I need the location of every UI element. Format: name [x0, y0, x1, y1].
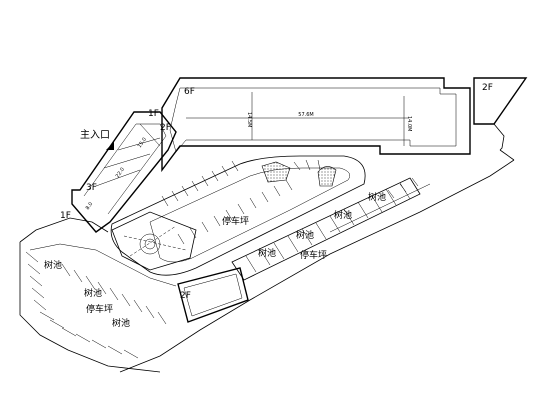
main-entrance: 主入口 — [80, 129, 114, 150]
dim-3f-c: 8.0 — [85, 201, 94, 211]
site-boundary — [19, 149, 515, 373]
label-1f-lower: 1F — [60, 211, 71, 221]
entrance-arrow-icon — [106, 142, 114, 150]
label-parking-1: 停车坪 — [222, 215, 249, 227]
parking-left: 停车坪 — [25, 243, 177, 359]
planting-bed-1 — [261, 161, 291, 183]
dim-length-main: 57.6M — [298, 112, 313, 118]
dropoff-structure — [111, 211, 197, 271]
tree-pit-2: 树池 — [84, 287, 102, 299]
dim-3f-b: 22.0 — [115, 167, 126, 180]
tree-pit-7: 树池 — [368, 191, 386, 203]
planting-bed-2 — [317, 166, 337, 187]
building-6f: 6F 57.6M 14.5M 14.0M — [161, 77, 471, 173]
dim-3f-a: 15.0 — [137, 137, 148, 150]
label-2f-top: 2F — [482, 83, 493, 93]
label-parking-3: 停车坪 — [86, 303, 113, 315]
label-2f-left: 2F — [160, 123, 171, 133]
label-6f: 6F — [184, 87, 195, 97]
tree-pit-5: 树池 — [296, 229, 314, 241]
building-2f-mid: 2F — [177, 267, 249, 323]
label-parking-2: 停车坪 — [300, 249, 327, 261]
label-2f-mid: 2F — [180, 291, 191, 301]
label-3f: 3F — [86, 183, 97, 193]
building-left-complex: 1F 2F 3F 1F 15.0 22.0 8.0 — [60, 109, 177, 233]
central-parking-loop: 停车坪 — [110, 155, 366, 276]
building-2f-top: 2F — [473, 77, 528, 151]
parking-row-right: 停车坪 — [231, 177, 421, 281]
parking-stalls-upper — [161, 159, 321, 207]
label-1f-upper: 1F — [148, 109, 159, 119]
tree-pit-1: 树池 — [44, 259, 62, 271]
dim-width-left: 14.5M — [246, 112, 252, 127]
tree-pit-6: 树池 — [334, 209, 352, 221]
tree-pit-4: 树池 — [258, 247, 276, 259]
tree-pits: 树池 树池 树池 树池 树池 树池 树池 — [44, 191, 386, 329]
entrance-label: 主入口 — [80, 129, 110, 141]
dim-width-right: 14.0M — [406, 116, 412, 131]
tree-pit-3: 树池 — [112, 317, 130, 329]
parking-row-upper-right — [329, 177, 431, 233]
